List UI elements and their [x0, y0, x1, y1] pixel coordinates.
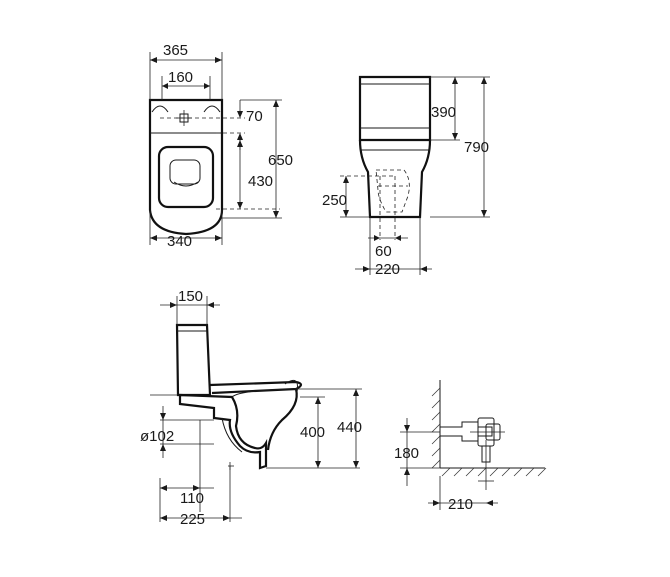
dim-430: 430	[248, 173, 273, 190]
dim-650: 650	[268, 152, 293, 169]
dim-390: 390	[431, 104, 456, 121]
side-view-tank	[175, 323, 212, 397]
dim-250: 250	[322, 192, 347, 209]
dim-340: 340	[167, 233, 192, 250]
detail-pipe	[439, 421, 493, 442]
dim-220: 220	[375, 261, 400, 278]
dim-150: 150	[178, 288, 203, 305]
dim-60: 60	[375, 243, 392, 260]
dim-790: 790	[464, 139, 489, 156]
top-view-seat	[157, 145, 215, 209]
detail-view: 180 210	[394, 380, 547, 513]
side-view: 150 ø102 400 440 110 225	[140, 288, 362, 528]
top-view: 365 160 70 430 650 340	[148, 42, 293, 250]
dim-110: 110	[180, 490, 204, 507]
dim-225: 225	[180, 511, 205, 528]
dim-210: 210	[448, 496, 473, 513]
front-view-body	[358, 139, 432, 219]
dim-180: 180	[394, 445, 419, 462]
dim-o102: ø102	[140, 428, 174, 445]
front-view-tank	[358, 75, 432, 142]
dim-160: 160	[168, 69, 193, 86]
front-view: 390 790 250 60 220	[322, 75, 490, 278]
dim-440: 440	[337, 419, 362, 436]
dim-70: 70	[246, 108, 263, 125]
dim-365: 365	[163, 42, 188, 59]
side-view-bowl	[178, 393, 268, 470]
dim-400: 400	[300, 424, 325, 441]
top-view-outline	[148, 98, 224, 236]
